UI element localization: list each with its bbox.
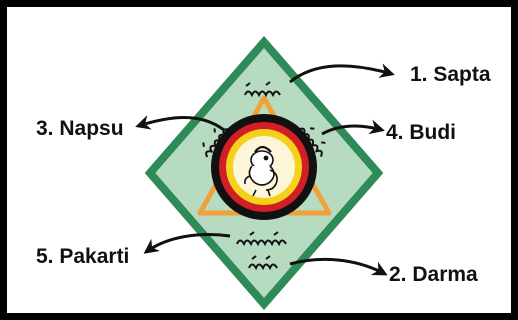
label-pakarti: 5. Pakarti	[36, 245, 130, 268]
javanese-script-bottom-upper	[236, 231, 287, 247]
label-napsu: 3. Napsu	[36, 117, 124, 140]
javanese-script-top	[244, 81, 281, 98]
javanese-script-bottom-lower	[248, 255, 278, 271]
label-sapta: 1. Sapta	[410, 63, 491, 86]
wayang-figure-icon	[244, 145, 278, 197]
javanese-script-right	[299, 127, 326, 158]
arrow-to-darma	[289, 257, 388, 276]
arrow-to-napsu	[135, 115, 225, 132]
label-budi: 4. Budi	[386, 121, 457, 144]
label-darma: 2. Darma	[389, 263, 478, 286]
arrow-to-pakarti	[143, 233, 231, 254]
arrow-to-budi	[321, 119, 385, 136]
javanese-script-left	[202, 128, 229, 158]
arrow-to-sapta	[289, 63, 395, 84]
